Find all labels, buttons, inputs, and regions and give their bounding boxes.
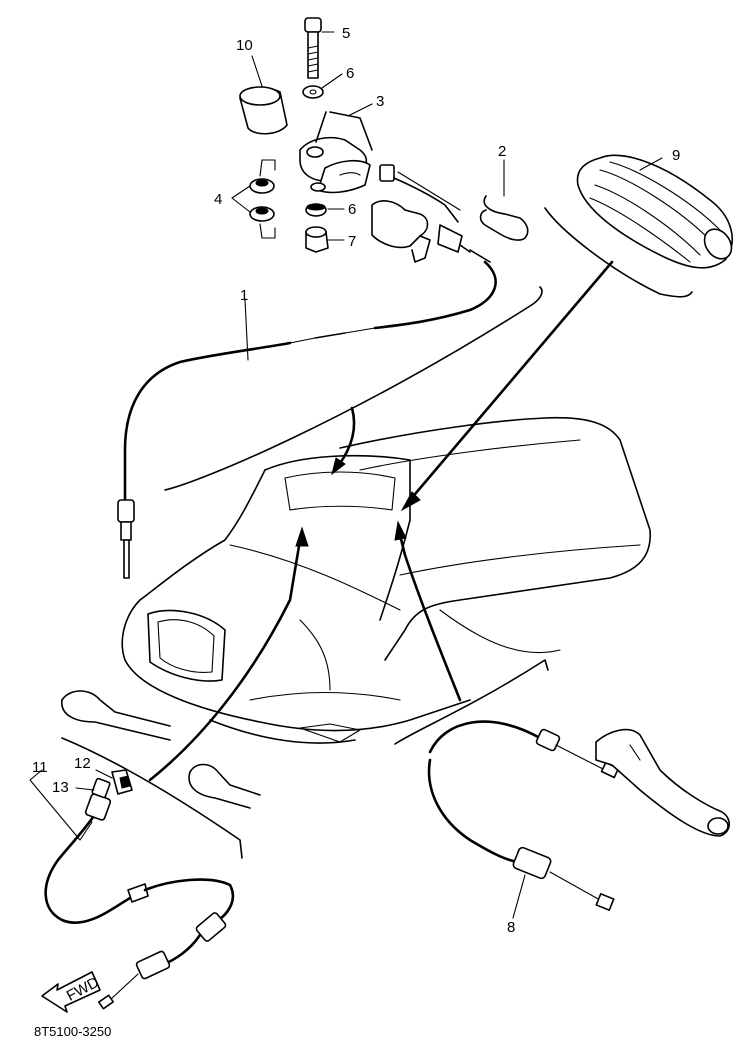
callout-12: 12: [74, 755, 91, 772]
bolt[interactable]: [304, 17, 322, 79]
brake-lever[interactable]: [595, 728, 731, 837]
callout-5: 5: [342, 25, 350, 42]
callout-lines: [29, 31, 663, 919]
callout-13: 13: [52, 779, 69, 796]
callout-7: 7: [348, 233, 356, 250]
grommet-pair[interactable]: [249, 159, 276, 239]
throttle-cable[interactable]: [117, 244, 497, 579]
brake-cable[interactable]: [427, 720, 620, 911]
washer-lower[interactable]: [305, 203, 327, 217]
washer-upper[interactable]: [302, 85, 324, 99]
callout-9: 9: [672, 147, 680, 164]
throttle-housing[interactable]: [299, 111, 463, 263]
speedometer-cable[interactable]: [44, 777, 235, 1010]
callout-6-lower: 6: [348, 201, 356, 218]
collar[interactable]: [239, 86, 288, 135]
callout-2: 2: [498, 143, 506, 160]
callout-3: 3: [376, 93, 384, 110]
clip[interactable]: [479, 195, 529, 241]
callout-1: 1: [240, 287, 248, 304]
handlebar-grip[interactable]: [576, 154, 737, 269]
nut[interactable]: [305, 226, 329, 253]
snowmobile-body: [61, 416, 651, 809]
callout-4: 4: [214, 191, 222, 208]
speedometer-fitting[interactable]: [111, 769, 133, 795]
part-code: 8T5100-3250: [34, 1024, 111, 1039]
fwd-arrow-icon: [41, 971, 101, 1013]
callout-8: 8: [507, 919, 515, 936]
leader-lines: [61, 207, 693, 859]
callout-6-upper: 6: [346, 65, 354, 82]
callout-11: 11: [32, 759, 48, 776]
callout-10: 10: [236, 37, 253, 54]
